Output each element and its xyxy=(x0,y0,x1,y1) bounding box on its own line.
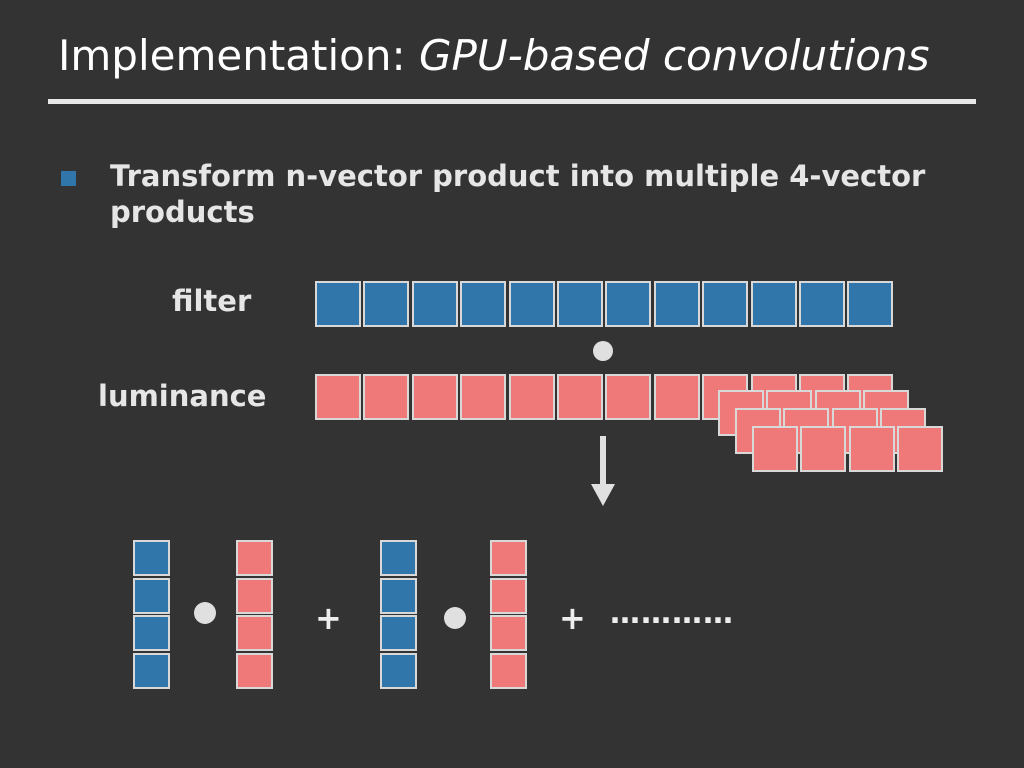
luminance-4vector-cell xyxy=(490,540,527,576)
filter-cell xyxy=(363,281,410,327)
luminance-4vector-cell xyxy=(236,652,273,689)
filter-cell xyxy=(411,281,458,327)
luminance-cell xyxy=(460,374,507,420)
filter-cell xyxy=(508,281,555,327)
luminance-stack-cell xyxy=(848,426,895,472)
luminance-cell xyxy=(363,374,410,420)
filter-cell xyxy=(557,281,603,327)
luminance-4vector-cell xyxy=(490,652,527,689)
filter-4vector-cell xyxy=(133,577,170,614)
filter-4vector-cell xyxy=(380,577,417,614)
filter-label: filter xyxy=(172,284,252,318)
luminance-label: luminance xyxy=(98,379,267,413)
filter-cell xyxy=(315,281,361,327)
filter-4vector-cell xyxy=(133,615,170,651)
luminance-cell xyxy=(508,374,555,420)
filter-4vector-cell xyxy=(380,540,417,576)
luminance-4vector-cell xyxy=(236,577,273,614)
filter-cell xyxy=(605,281,652,327)
dot-product-operator xyxy=(194,602,216,624)
luminance-4vector-cell xyxy=(236,615,273,651)
slide-title: Implementation: GPU-based convolutions xyxy=(58,28,929,84)
luminance-cell xyxy=(653,374,700,420)
filter-4vector-cell xyxy=(133,652,170,689)
filter-cell xyxy=(799,281,845,327)
filter-4vector-cell xyxy=(380,615,417,651)
title-divider xyxy=(48,99,976,104)
dot-product-operator xyxy=(593,341,613,361)
filter-4vector-cell xyxy=(133,540,170,576)
filter-cell xyxy=(847,281,894,327)
luminance-cell xyxy=(411,374,458,420)
luminance-4vector-cell xyxy=(490,577,527,614)
title-emphasis: GPU-based convolutions xyxy=(419,31,930,80)
filter-cell xyxy=(702,281,749,327)
dot-product-operator xyxy=(444,607,466,629)
bullet-text: Transform n-vector product into multiple… xyxy=(110,159,926,229)
plus-operator-1: + xyxy=(315,599,342,637)
filter-cell xyxy=(750,281,797,327)
luminance-cell xyxy=(557,374,603,420)
filter-cell xyxy=(653,281,700,327)
continuation-ellipsis: ………… xyxy=(610,596,734,631)
luminance-4vector-cell xyxy=(236,540,273,576)
luminance-cell xyxy=(605,374,652,420)
luminance-4vector-cell xyxy=(490,615,527,651)
filter-cell xyxy=(460,281,507,327)
luminance-stack-cell xyxy=(897,426,944,472)
bullet-square-icon xyxy=(61,171,76,186)
luminance-stack-cell xyxy=(800,426,847,472)
title-plain: Implementation: xyxy=(58,31,419,80)
filter-4vector-cell xyxy=(380,652,417,689)
down-arrow-icon xyxy=(591,436,615,506)
luminance-cell xyxy=(315,374,361,420)
luminance-stack-cell xyxy=(752,426,798,472)
plus-operator-2: + xyxy=(559,599,586,637)
